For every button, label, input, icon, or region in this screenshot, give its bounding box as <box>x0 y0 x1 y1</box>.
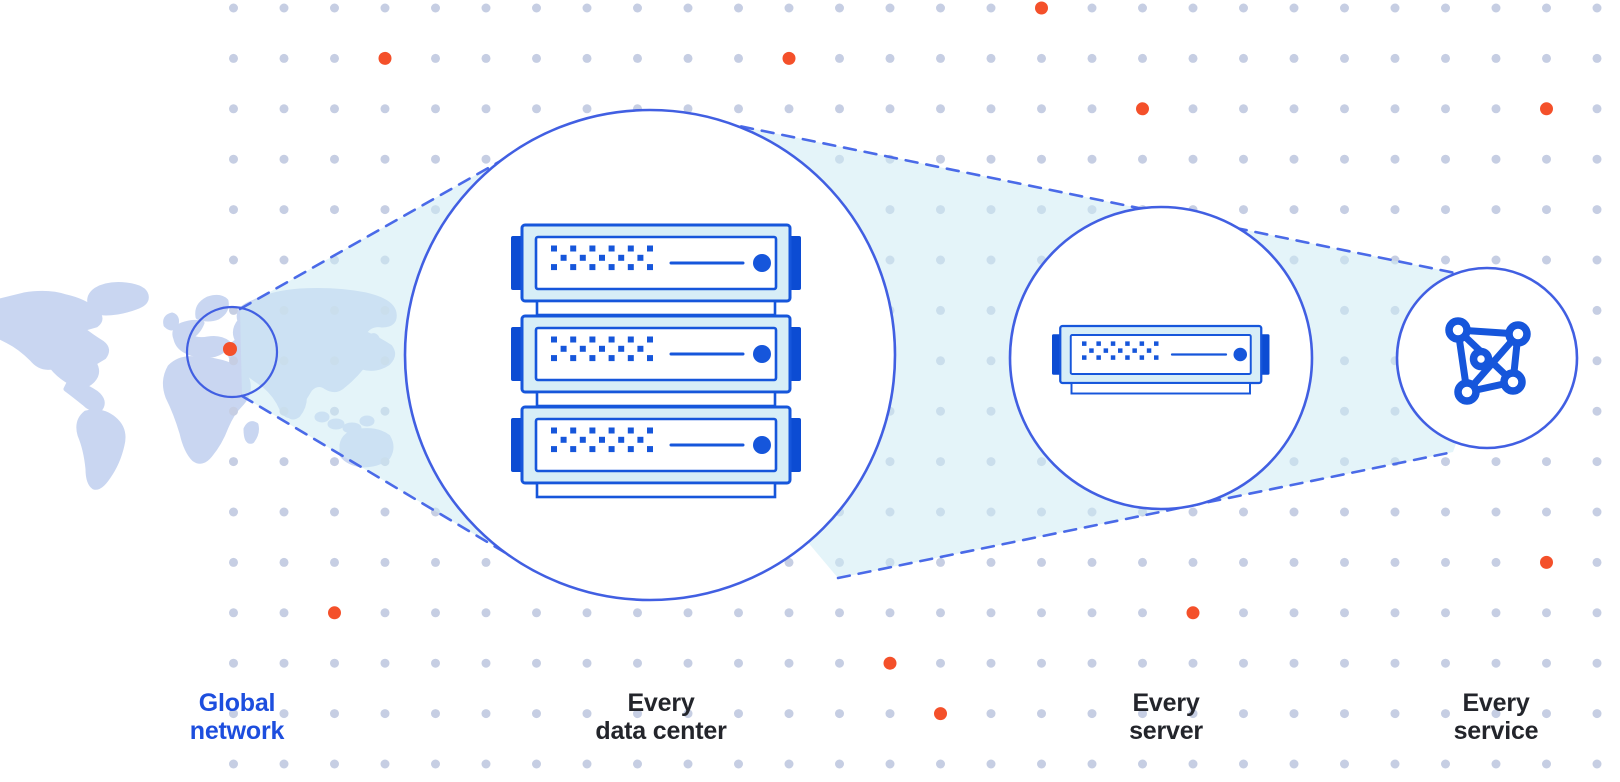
dashed-connector-lines <box>238 116 1462 580</box>
label-line: server <box>1129 717 1203 745</box>
label-every-data-center: Every data center <box>531 689 791 745</box>
label-line: Every <box>627 689 695 717</box>
label-line: service <box>1453 717 1539 745</box>
label-every-service: Every service <box>1366 689 1620 745</box>
label-line: network <box>189 717 285 745</box>
map-highlight-circle <box>185 305 279 399</box>
server-rack-icon <box>509 223 803 499</box>
label-every-server: Every server <box>1036 689 1296 745</box>
mesh-network-icon <box>1445 317 1531 405</box>
label-line: Global <box>198 689 276 717</box>
map-location-dot <box>223 342 237 356</box>
label-line: Every <box>1462 689 1530 717</box>
label-line: Every <box>1132 689 1200 717</box>
label-global-network: Global network <box>107 689 367 745</box>
label-line: data center <box>595 717 727 745</box>
server-icon <box>1050 324 1271 395</box>
